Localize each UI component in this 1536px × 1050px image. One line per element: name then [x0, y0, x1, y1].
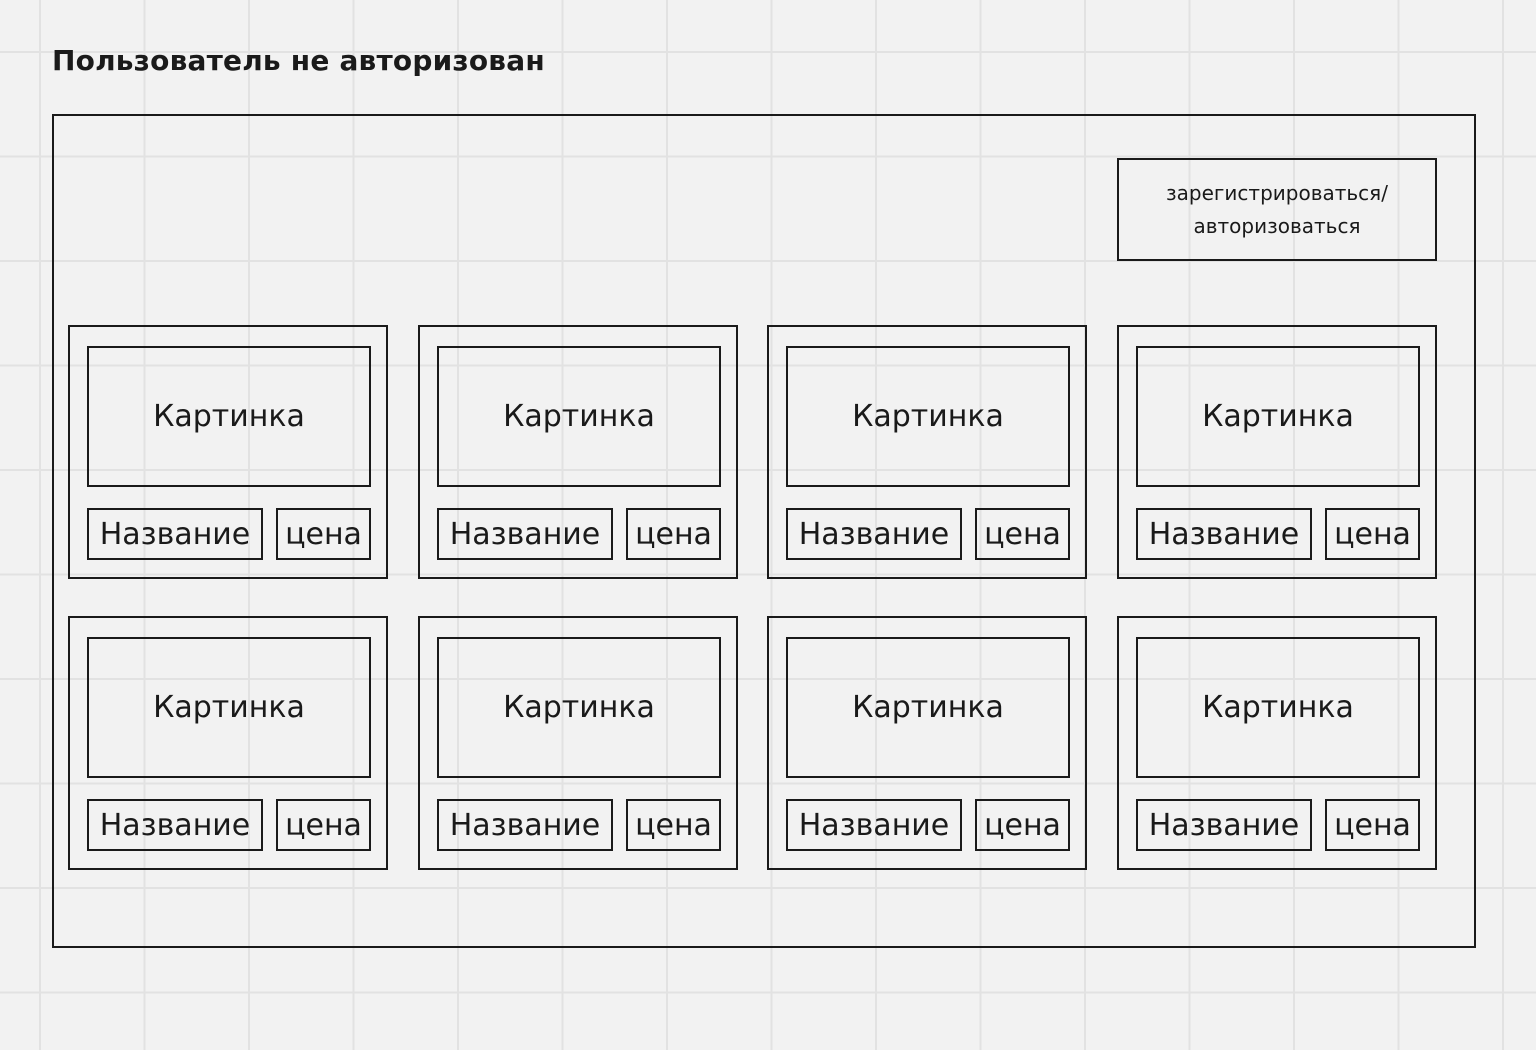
product-image-placeholder: Картинка: [786, 637, 1070, 778]
product-price: цена: [626, 508, 721, 560]
product-name: Название: [437, 508, 613, 560]
product-card[interactable]: Картинка Название цена: [767, 325, 1087, 579]
product-price: цена: [975, 799, 1070, 851]
product-image-placeholder: Картинка: [1136, 346, 1420, 487]
product-card[interactable]: Картинка Название цена: [418, 325, 738, 579]
product-card[interactable]: Картинка Название цена: [418, 616, 738, 870]
register-login-label: зарегистрироваться/ авторизоваться: [1166, 180, 1388, 238]
product-card[interactable]: Картинка Название цена: [1117, 616, 1437, 870]
product-name: Название: [1136, 799, 1312, 851]
product-image-placeholder: Картинка: [437, 637, 721, 778]
product-price: цена: [1325, 799, 1420, 851]
product-name: Название: [87, 508, 263, 560]
product-price: цена: [975, 508, 1070, 560]
product-price: цена: [276, 508, 371, 560]
product-card[interactable]: Картинка Название цена: [68, 325, 388, 579]
product-card[interactable]: Картинка Название цена: [68, 616, 388, 870]
product-image-placeholder: Картинка: [1136, 637, 1420, 778]
product-image-placeholder: Картинка: [786, 346, 1070, 487]
product-name: Название: [1136, 508, 1312, 560]
product-image-placeholder: Картинка: [87, 637, 371, 778]
page-title: Пользователь не авторизован: [52, 44, 545, 77]
product-image-placeholder: Картинка: [437, 346, 721, 487]
product-name: Название: [437, 799, 613, 851]
register-login-button[interactable]: зарегистрироваться/ авторизоваться: [1117, 158, 1437, 261]
product-name: Название: [87, 799, 263, 851]
product-name: Название: [786, 508, 962, 560]
product-image-placeholder: Картинка: [87, 346, 371, 487]
product-name: Название: [786, 799, 962, 851]
page-frame: [52, 114, 1476, 948]
product-price: цена: [276, 799, 371, 851]
product-price: цена: [626, 799, 721, 851]
product-card[interactable]: Картинка Название цена: [1117, 325, 1437, 579]
product-price: цена: [1325, 508, 1420, 560]
product-card[interactable]: Картинка Название цена: [767, 616, 1087, 870]
